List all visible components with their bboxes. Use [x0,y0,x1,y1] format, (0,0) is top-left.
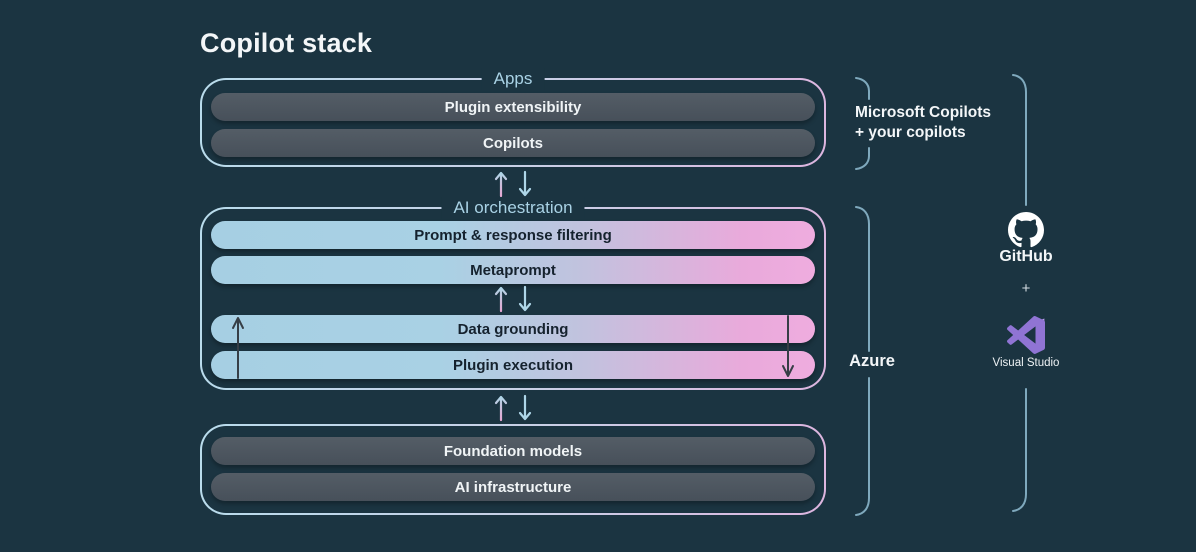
copilots-bracket-bottom [855,147,870,170]
copilots-bracket-label: Microsoft Copilots + your copilots [855,104,992,141]
visual-studio-icon [1007,316,1045,354]
pill-copilots: Copilots [211,129,815,157]
up-arrow-icon [494,171,508,198]
azure-bracket-top [855,206,870,352]
up-arrow-icon [494,395,508,422]
ai-orchestration-layer-box: AI orchestration Prompt & response filte… [200,197,826,390]
apps-layer-label: Apps [481,68,545,90]
pill-foundation-models: Foundation models [211,437,815,465]
pill-prompt-response-filtering: Prompt & response filtering [211,221,815,249]
plus-sign: + [1021,280,1031,297]
down-arrow-icon [782,315,794,377]
azure-bracket-bottom [855,377,870,516]
down-arrow-icon [518,285,532,312]
down-arrow-icon [518,170,532,197]
pill-metaprompt: Metaprompt [211,256,815,284]
copilots-bracket-top [855,77,870,100]
orchestration-inner-arrows [202,283,824,315]
ai-orchestration-layer-label: AI orchestration [441,197,585,219]
apps-orchestration-arrows [200,168,826,200]
azure-bracket-label: Azure [849,352,895,370]
apps-layer-box: Apps Plugin extensibility Copilots [200,68,826,167]
tools-bracket-bottom [1012,388,1027,512]
up-arrow-icon [494,286,508,313]
orchestration-foundation-arrows [200,392,826,424]
up-arrow-icon [232,317,244,379]
visual-studio-label: Visual Studio [992,357,1060,369]
pill-ai-infrastructure: AI infrastructure [211,473,815,501]
github-icon [1008,212,1044,248]
pill-plugin-extensibility: Plugin extensibility [211,93,815,121]
github-label: GitHub [999,248,1053,265]
page-title: Copilot stack [200,28,373,58]
pill-data-grounding: Data grounding [211,315,815,343]
pill-plugin-execution: Plugin execution [211,351,815,379]
foundation-layer-box: Foundation models AI infrastructure [200,424,826,515]
down-arrow-icon [518,394,532,421]
tools-bracket-top [1012,74,1027,206]
